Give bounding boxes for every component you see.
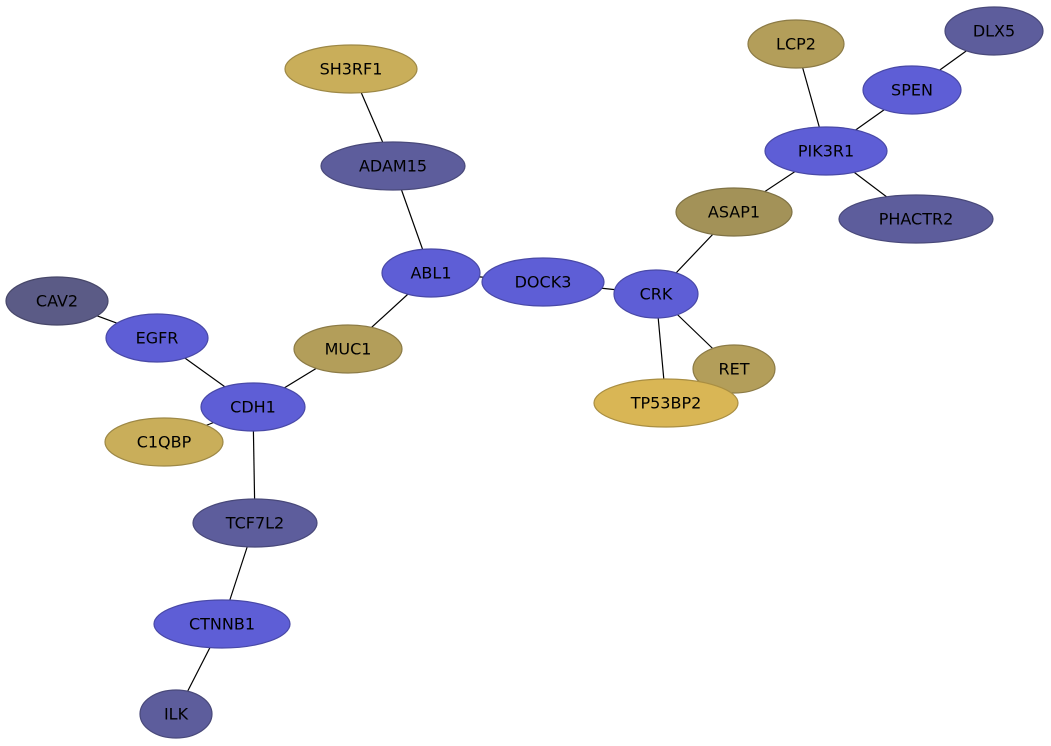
node-label-muc1: MUC1 [325, 340, 372, 359]
node-label-spen: SPEN [891, 81, 933, 100]
node-label-dlx5: DLX5 [973, 22, 1015, 41]
node-dock3[interactable]: DOCK3 [481, 257, 605, 307]
node-label-dock3: DOCK3 [515, 273, 572, 292]
node-label-tcf7l2: TCF7L2 [225, 514, 284, 533]
node-label-egfr: EGFR [136, 329, 179, 348]
node-spen[interactable]: SPEN [862, 65, 962, 115]
node-asap1[interactable]: ASAP1 [675, 187, 793, 237]
node-shape-phactr2 [838, 194, 994, 244]
node-shape-crk [613, 269, 699, 319]
node-label-cav2: CAV2 [36, 292, 78, 311]
node-shape-spen [862, 65, 962, 115]
node-shape-abl1 [381, 248, 481, 298]
node-label-ilk: ILK [164, 705, 189, 724]
node-cdh1[interactable]: CDH1 [200, 382, 306, 432]
node-shape-ilk [139, 689, 213, 739]
node-crk[interactable]: CRK [613, 269, 699, 319]
node-shape-asap1 [675, 187, 793, 237]
node-label-ret: RET [719, 360, 750, 379]
node-shape-dlx5 [944, 6, 1044, 56]
node-shape-pik3r1 [764, 126, 888, 176]
node-cav2[interactable]: CAV2 [5, 276, 109, 326]
node-shape-lcp2 [747, 19, 845, 69]
node-label-asap1: ASAP1 [708, 203, 760, 222]
node-shape-egfr [105, 313, 209, 363]
node-shape-ret [692, 344, 776, 394]
node-ctnnb1[interactable]: CTNNB1 [153, 599, 291, 649]
node-muc1[interactable]: MUC1 [293, 324, 403, 374]
node-shape-muc1 [293, 324, 403, 374]
node-label-crk: CRK [640, 285, 673, 304]
node-egfr[interactable]: EGFR [105, 313, 209, 363]
node-tp53bp2[interactable]: TP53BP2 [593, 378, 739, 428]
node-shape-cav2 [5, 276, 109, 326]
node-adam15[interactable]: ADAM15 [320, 141, 466, 191]
node-shape-tcf7l2 [192, 498, 318, 548]
node-shape-cdh1 [200, 382, 306, 432]
node-phactr2[interactable]: PHACTR2 [838, 194, 994, 244]
node-c1qbp[interactable]: C1QBP [104, 417, 224, 467]
node-label-ctnnb1: CTNNB1 [189, 615, 255, 634]
node-dlx5[interactable]: DLX5 [944, 6, 1044, 56]
node-shape-adam15 [320, 141, 466, 191]
node-sh3rf1[interactable]: SH3RF1 [284, 44, 418, 94]
node-lcp2[interactable]: LCP2 [747, 19, 845, 69]
node-shape-c1qbp [104, 417, 224, 467]
node-shape-ctnnb1 [153, 599, 291, 649]
node-shape-sh3rf1 [284, 44, 418, 94]
node-label-phactr2: PHACTR2 [879, 210, 954, 229]
node-shape-tp53bp2 [593, 378, 739, 428]
node-label-adam15: ADAM15 [359, 157, 427, 176]
node-tcf7l2[interactable]: TCF7L2 [192, 498, 318, 548]
node-label-cdh1: CDH1 [230, 398, 276, 417]
node-ret[interactable]: RET [692, 344, 776, 394]
node-label-tp53bp2: TP53BP2 [630, 394, 702, 413]
node-label-abl1: ABL1 [410, 264, 451, 283]
node-abl1[interactable]: ABL1 [381, 248, 481, 298]
node-label-lcp2: LCP2 [776, 35, 816, 54]
node-label-sh3rf1: SH3RF1 [320, 60, 383, 79]
node-label-pik3r1: PIK3R1 [798, 142, 854, 161]
node-label-c1qbp: C1QBP [137, 433, 192, 452]
node-ilk[interactable]: ILK [139, 689, 213, 739]
node-pik3r1[interactable]: PIK3R1 [764, 126, 888, 176]
node-shape-dock3 [481, 257, 605, 307]
